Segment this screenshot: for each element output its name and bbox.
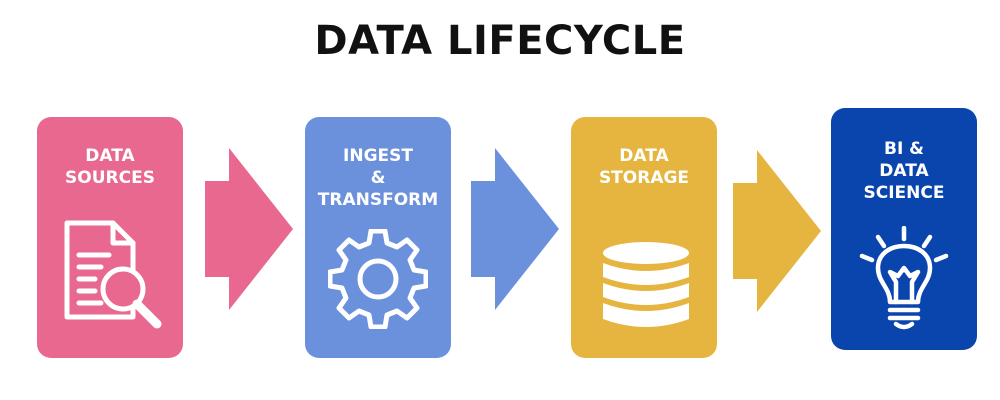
stage-bi-data-science: BI & DATA SCIENCE xyxy=(831,108,977,350)
gear-icon xyxy=(328,229,428,329)
stage-data-sources: DATA SOURCES xyxy=(37,117,183,358)
stage-label: INGEST & TRANSFORM xyxy=(317,146,439,210)
stage-label: BI & DATA SCIENCE xyxy=(863,139,945,203)
stage-ingest-transform: INGEST & TRANSFORM xyxy=(305,117,451,358)
flow-arrow xyxy=(733,150,821,312)
stage-data-storage: DATA STORAGE xyxy=(571,117,717,358)
stage-label: DATA STORAGE xyxy=(598,146,690,188)
diagram-title: DATA LIFECYCLE xyxy=(314,18,686,64)
stage-label: DATA SOURCES xyxy=(65,146,155,188)
flow-arrow xyxy=(471,148,559,310)
database-icon xyxy=(603,242,689,327)
flow-arrow xyxy=(205,148,293,310)
lightbulb-icon xyxy=(859,226,949,330)
document-search-icon xyxy=(64,220,162,329)
